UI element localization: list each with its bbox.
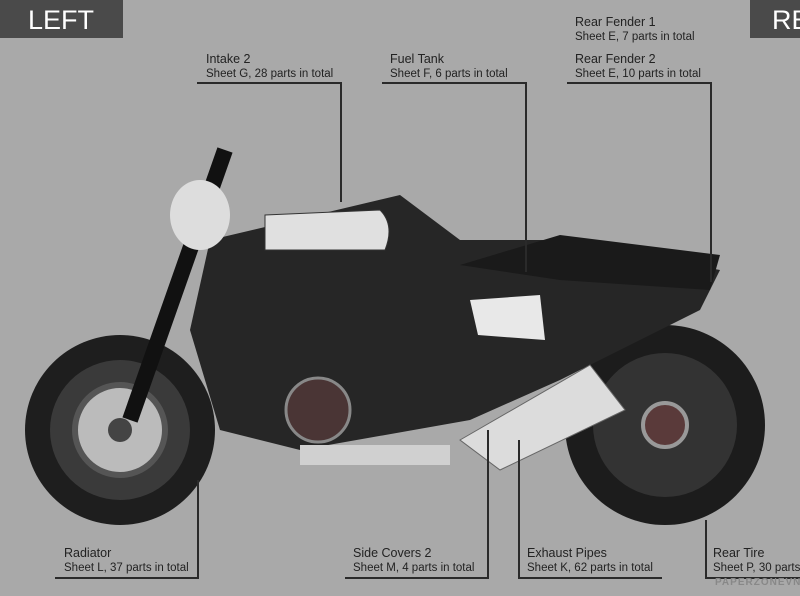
label-detail: Sheet L, 37 parts in total bbox=[64, 562, 189, 574]
leader-intake2-v bbox=[340, 82, 342, 202]
right-tab: RE bbox=[750, 0, 800, 38]
leader-side-covers bbox=[345, 577, 489, 579]
leader-rear-tire-v bbox=[705, 520, 707, 579]
label-rear-fender1: Rear Fender 1 Sheet E, 7 parts in total bbox=[575, 15, 695, 45]
left-tab: LEFT bbox=[0, 0, 123, 38]
leader-exhaust bbox=[518, 577, 662, 579]
label-side-covers2: Side Covers 2 Sheet M, 4 parts in total bbox=[353, 546, 474, 576]
leader-fuel-tank-v bbox=[525, 82, 527, 272]
engine-cover bbox=[284, 376, 352, 444]
label-detail: Sheet G, 28 parts in total bbox=[206, 68, 334, 80]
front-wheel bbox=[25, 335, 215, 525]
leader-side-covers-v bbox=[487, 430, 489, 579]
label-detail: Sheet M, 4 parts in total bbox=[353, 562, 475, 574]
leader-rear-fender bbox=[567, 82, 712, 84]
rear-wheel bbox=[565, 325, 765, 525]
label-title: Intake 2 bbox=[206, 52, 251, 66]
label-title: Side Covers 2 bbox=[353, 546, 432, 560]
label-intake2: Intake 2 Sheet G, 28 parts in total bbox=[206, 52, 333, 82]
label-title: Radiator bbox=[64, 546, 112, 560]
label-title: Rear Tire bbox=[713, 546, 765, 560]
label-title: Fuel Tank bbox=[390, 52, 444, 66]
headlight bbox=[170, 180, 230, 250]
fuel-tank-shape bbox=[264, 209, 390, 251]
leader-intake2 bbox=[197, 82, 342, 84]
side-cover-shape bbox=[470, 295, 545, 340]
label-title: Rear Fender 2 bbox=[575, 52, 656, 66]
label-title: Rear Fender 1 bbox=[575, 15, 656, 29]
label-detail: Sheet P, 30 parts bbox=[713, 562, 800, 574]
exhaust bbox=[300, 364, 626, 471]
leader-rear-tire bbox=[705, 577, 800, 579]
label-detail: Sheet E, 7 parts in total bbox=[575, 31, 695, 43]
label-detail: Sheet F, 6 parts in total bbox=[390, 68, 508, 80]
label-detail: Sheet E, 10 parts in total bbox=[575, 68, 701, 80]
label-title: Exhaust Pipes bbox=[527, 546, 607, 560]
leader-radiator bbox=[55, 577, 199, 579]
watermark: PAPERZONEVN bbox=[715, 577, 800, 588]
label-rear-fender2: Rear Fender 2 Sheet E, 10 parts in total bbox=[575, 52, 701, 82]
leader-exhaust-v bbox=[518, 440, 520, 579]
leader-radiator-v bbox=[197, 480, 199, 579]
leader-fuel-tank bbox=[382, 82, 527, 84]
label-detail: Sheet K, 62 parts in total bbox=[527, 562, 653, 574]
leader-rear-fender-v bbox=[710, 82, 712, 282]
